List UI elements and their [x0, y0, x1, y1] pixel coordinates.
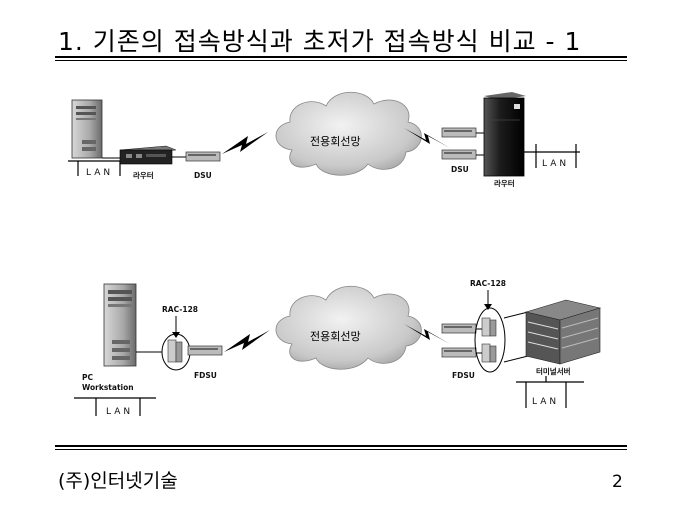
top-cloud-icon: 전용회선망: [275, 91, 422, 176]
footer-rule-thin: [55, 449, 627, 450]
bottom-left-rac-module-icon: [161, 333, 191, 371]
top-left-lan-label: LAN: [86, 168, 113, 178]
title-rule-thin: [55, 60, 627, 61]
bottom-zoom-line-top: [503, 311, 529, 319]
bottom-right-lan-label: LAN: [532, 397, 559, 407]
top-right-router-icon: [483, 92, 526, 177]
footer-company-name: (주)인터넷기술: [58, 470, 178, 492]
bottom-pc-label-line2: Workstation: [82, 383, 134, 392]
bottom-right-fdsu-icons: [441, 323, 477, 358]
bottom-pc-icon: [103, 283, 137, 367]
bottom-terminal-server-label: 터미널서버: [536, 366, 571, 376]
bottom-zoom-line-bottom: [503, 355, 529, 363]
top-left-pc-icon: [71, 99, 103, 159]
top-left-dsu-icon: [185, 151, 221, 162]
slide-title: 1. 기존의 접속방식과 초저가 접속방식 비교 - 1: [58, 27, 582, 56]
top-left-dsu-label: DSU: [194, 171, 212, 180]
top-right-dsu-label: DSU: [451, 165, 469, 174]
bottom-cloud-icon: 전용회선망: [275, 285, 422, 370]
bottom-terminal-server-icon: [524, 299, 602, 365]
bottom-right-rac-arrow-icon: [484, 290, 492, 310]
bottom-right-fdsu-label: FDSU: [452, 371, 475, 380]
top-cloud-label: 전용회선망: [310, 135, 361, 148]
bottom-left-rac-label: RAC-128: [162, 305, 198, 314]
top-diagram: LAN 라우터 DSU 전용회선망: [68, 91, 580, 188]
bottom-left-lan-bus: LAN: [74, 397, 156, 417]
top-left-router-icon: [119, 145, 177, 165]
top-left-router-label: 라우터: [133, 170, 154, 180]
top-right-lan-bus: LAN: [524, 144, 580, 169]
bottom-left-rac-arrow-icon: [172, 316, 180, 338]
bottom-right-lan-bus: LAN: [516, 376, 584, 408]
bottom-diagram: PC Workstation LAN RAC-128 FDSU: [74, 279, 602, 417]
bottom-right-rac-module-icon: [474, 307, 506, 373]
bottom-pc-label-line1: PC: [82, 373, 93, 382]
page-number: 2: [612, 472, 623, 492]
top-right-dsu-icons: [441, 127, 477, 160]
top-left-lan-bus: LAN: [68, 160, 122, 178]
bottom-left-fdsu-label: FDSU: [194, 371, 217, 380]
bottom-left-fdsu-icon: [187, 345, 223, 356]
top-left-wan-link-bolt: [222, 132, 268, 154]
top-right-router-label: 라우터: [494, 178, 515, 188]
footer-rule-thick: [55, 445, 627, 447]
top-right-lan-label: LAN: [542, 159, 569, 169]
bottom-right-rac-label: RAC-128: [470, 279, 506, 288]
bottom-left-lan-label: LAN: [106, 407, 133, 417]
bottom-left-wan-link-bolt: [224, 330, 270, 352]
title-rule-thick: [55, 56, 627, 58]
bottom-cloud-label: 전용회선망: [310, 330, 361, 343]
